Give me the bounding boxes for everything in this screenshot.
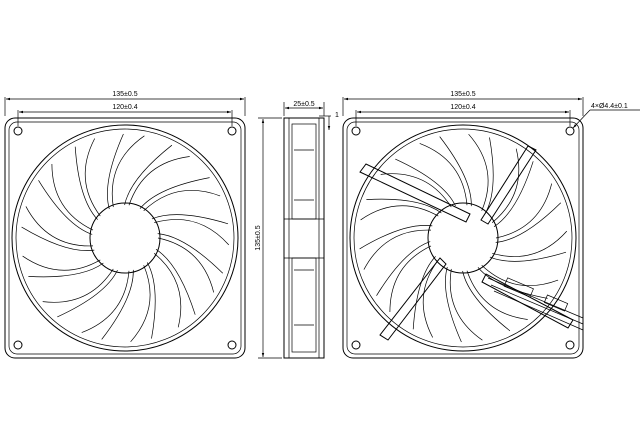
impeller-blade	[493, 161, 553, 239]
impeller-blade	[143, 190, 229, 225]
impeller-blade	[389, 245, 436, 330]
rear-view: 135±0.5 120±0.4 4×Ø4.4±0.1	[342, 91, 640, 359]
impeller-blade	[366, 173, 452, 214]
impeller-blade	[101, 265, 151, 343]
mount-hole-icon	[227, 126, 237, 136]
front-mount-holes	[13, 126, 237, 350]
impeller-blade	[395, 143, 468, 207]
front-view: 135±0.5 120±0.4	[4, 91, 246, 359]
rear-dimensions: 135±0.5 120±0.4 4×Ø4.4±0.1	[342, 91, 640, 129]
impeller-blade	[111, 135, 173, 208]
side-dimensions: 25±0.5 1 135±0.5	[255, 101, 339, 359]
mount-hole-icon	[565, 340, 575, 350]
mount-hole-leader	[572, 109, 591, 129]
impeller-blade	[466, 267, 548, 320]
rear-hub	[427, 202, 499, 274]
rear-cable	[487, 277, 584, 331]
impeller-blade	[21, 226, 101, 271]
rear-mount-holes	[351, 126, 575, 350]
front-pitch-label: 120±0.4	[112, 104, 137, 111]
mount-hole-icon	[351, 340, 361, 350]
rear-venturi	[349, 124, 577, 352]
front-dimensions: 135±0.5 120±0.4	[4, 91, 246, 126]
impeller-blade	[51, 146, 98, 231]
impeller-blade	[359, 205, 439, 250]
side-top-housing	[291, 123, 317, 220]
rear-venturi-inner	[353, 128, 573, 348]
impeller-blade	[155, 237, 215, 315]
side-bottom-housing	[291, 257, 317, 353]
impeller-blade	[481, 251, 567, 286]
impeller-blade	[57, 269, 130, 333]
impeller-blade	[492, 202, 568, 257]
front-frame-outline	[4, 117, 246, 359]
rear-pitch-label: 120±0.4	[450, 104, 475, 111]
side-view: 25±0.5 1 135±0.5	[255, 101, 339, 359]
front-venturi-inner	[15, 128, 235, 348]
rear-struts	[359, 145, 574, 341]
thickness-label: 25±0.5	[293, 101, 314, 108]
impeller-blade	[146, 253, 182, 339]
front-hub	[89, 202, 161, 274]
mount-hole-label: 4×Ø4.4±0.1	[591, 103, 628, 110]
front-frame-inner-outline	[8, 121, 242, 355]
mount-hole-icon	[565, 126, 575, 136]
mount-hole-icon	[13, 126, 23, 136]
impeller-blade	[439, 133, 489, 211]
impeller-blade	[154, 219, 230, 274]
impeller-blade	[484, 137, 520, 223]
front-venturi	[11, 124, 239, 352]
side-outline	[283, 117, 325, 359]
height-label: 135±0.5	[255, 225, 262, 250]
mount-hole-icon	[351, 126, 361, 136]
front-width-label: 135±0.5	[112, 91, 137, 98]
rear-width-label: 135±0.5	[450, 91, 475, 98]
impeller-blade	[84, 133, 124, 217]
mount-hole-icon	[13, 340, 23, 350]
impeller-blade	[363, 229, 432, 296]
mount-hole-icon	[227, 340, 237, 350]
front-impeller-blades	[21, 133, 230, 343]
rear-frame-outline	[342, 117, 584, 359]
impeller-blade	[449, 268, 511, 341]
flange-label: 1	[335, 112, 339, 119]
rear-frame-inner-outline	[346, 121, 580, 355]
impeller-blade	[28, 262, 114, 303]
impeller-blade	[128, 156, 210, 209]
impeller-blade	[25, 180, 94, 247]
